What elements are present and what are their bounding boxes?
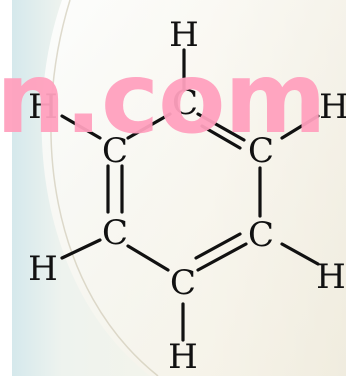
bond-lower-right-h: [280, 242, 320, 266]
bond-lower-right-bottom-b: [194, 232, 242, 260]
atom-h-lower-left: H: [28, 249, 58, 289]
atom-c-bottom: C: [170, 263, 196, 303]
bond-top-upper-left: [126, 112, 172, 140]
atom-h-top: H: [169, 15, 199, 55]
bond-top-upper-right-b: [200, 124, 242, 150]
bonds: [60, 48, 320, 342]
decorative-arc: [50, 0, 159, 376]
bond-lower-left-h: [60, 238, 102, 260]
atom-c-lower-left: C: [102, 213, 128, 253]
atom-c-upper-right: C: [248, 131, 274, 171]
decorative-swoosh: [41, 0, 346, 376]
atom-c-upper-left: C: [102, 131, 128, 171]
atom-h-upper-left: H: [28, 87, 58, 127]
atom-h-lower-right: H: [316, 257, 346, 297]
left-margin: [0, 0, 12, 376]
atom-c-lower-right: C: [248, 215, 274, 255]
atom-c-top: C: [172, 83, 198, 123]
bond-upper-right-h: [280, 114, 320, 140]
bond-upper-left-h: [60, 114, 102, 140]
atom-h-bottom: H: [168, 337, 198, 376]
atom-h-upper-right: H: [319, 87, 346, 127]
atoms: H C H C C H C C H H C H: [28, 15, 346, 376]
bond-top-upper-right-a: [196, 112, 246, 142]
bond-bottom-lower-left: [126, 244, 170, 272]
bond-lower-right-bottom-a: [196, 242, 248, 272]
